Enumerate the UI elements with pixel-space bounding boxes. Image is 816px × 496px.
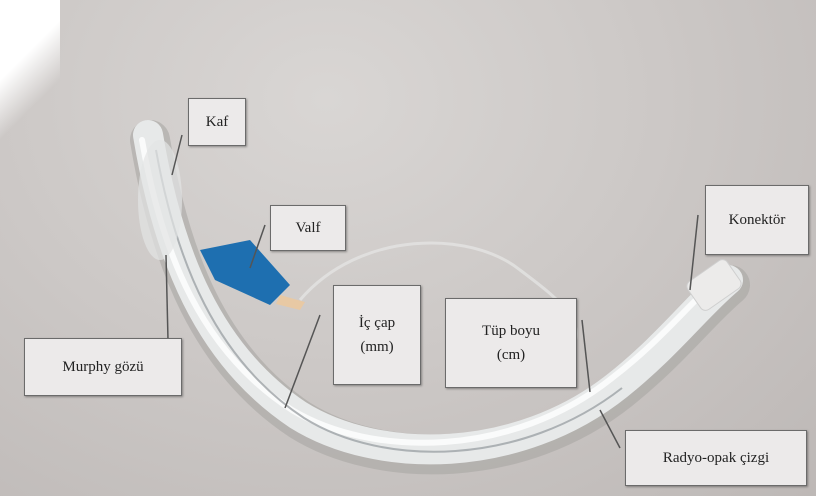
label-kaf: Kaf (188, 98, 246, 146)
label-murphy: Murphy gözü (24, 338, 182, 396)
label-ic-cap: İç çap (mm) (333, 285, 421, 385)
label-valf: Valf (270, 205, 346, 251)
label-radyo: Radyo-opak çizgi (625, 430, 807, 486)
label-tup-boyu-line2: (cm) (497, 343, 525, 367)
label-tup-boyu-line1: Tüp boyu (482, 319, 540, 343)
label-ic-cap-line2: (mm) (360, 335, 393, 359)
label-murphy-text: Murphy gözü (62, 355, 143, 379)
tube-body (148, 135, 728, 449)
label-konektor-text: Konektör (729, 208, 786, 232)
pointer-tup-boyu (582, 320, 590, 392)
label-ic-cap-line1: İç çap (359, 311, 395, 335)
label-tup-boyu: Tüp boyu (cm) (445, 298, 577, 388)
tube-shadow (150, 140, 730, 454)
label-valf-text: Valf (296, 216, 321, 240)
label-kaf-text: Kaf (206, 110, 229, 134)
label-konektor: Konektör (705, 185, 809, 255)
label-radyo-text: Radyo-opak çizgi (663, 446, 769, 470)
pointer-ic-cap (285, 315, 320, 408)
cuff (138, 140, 182, 260)
